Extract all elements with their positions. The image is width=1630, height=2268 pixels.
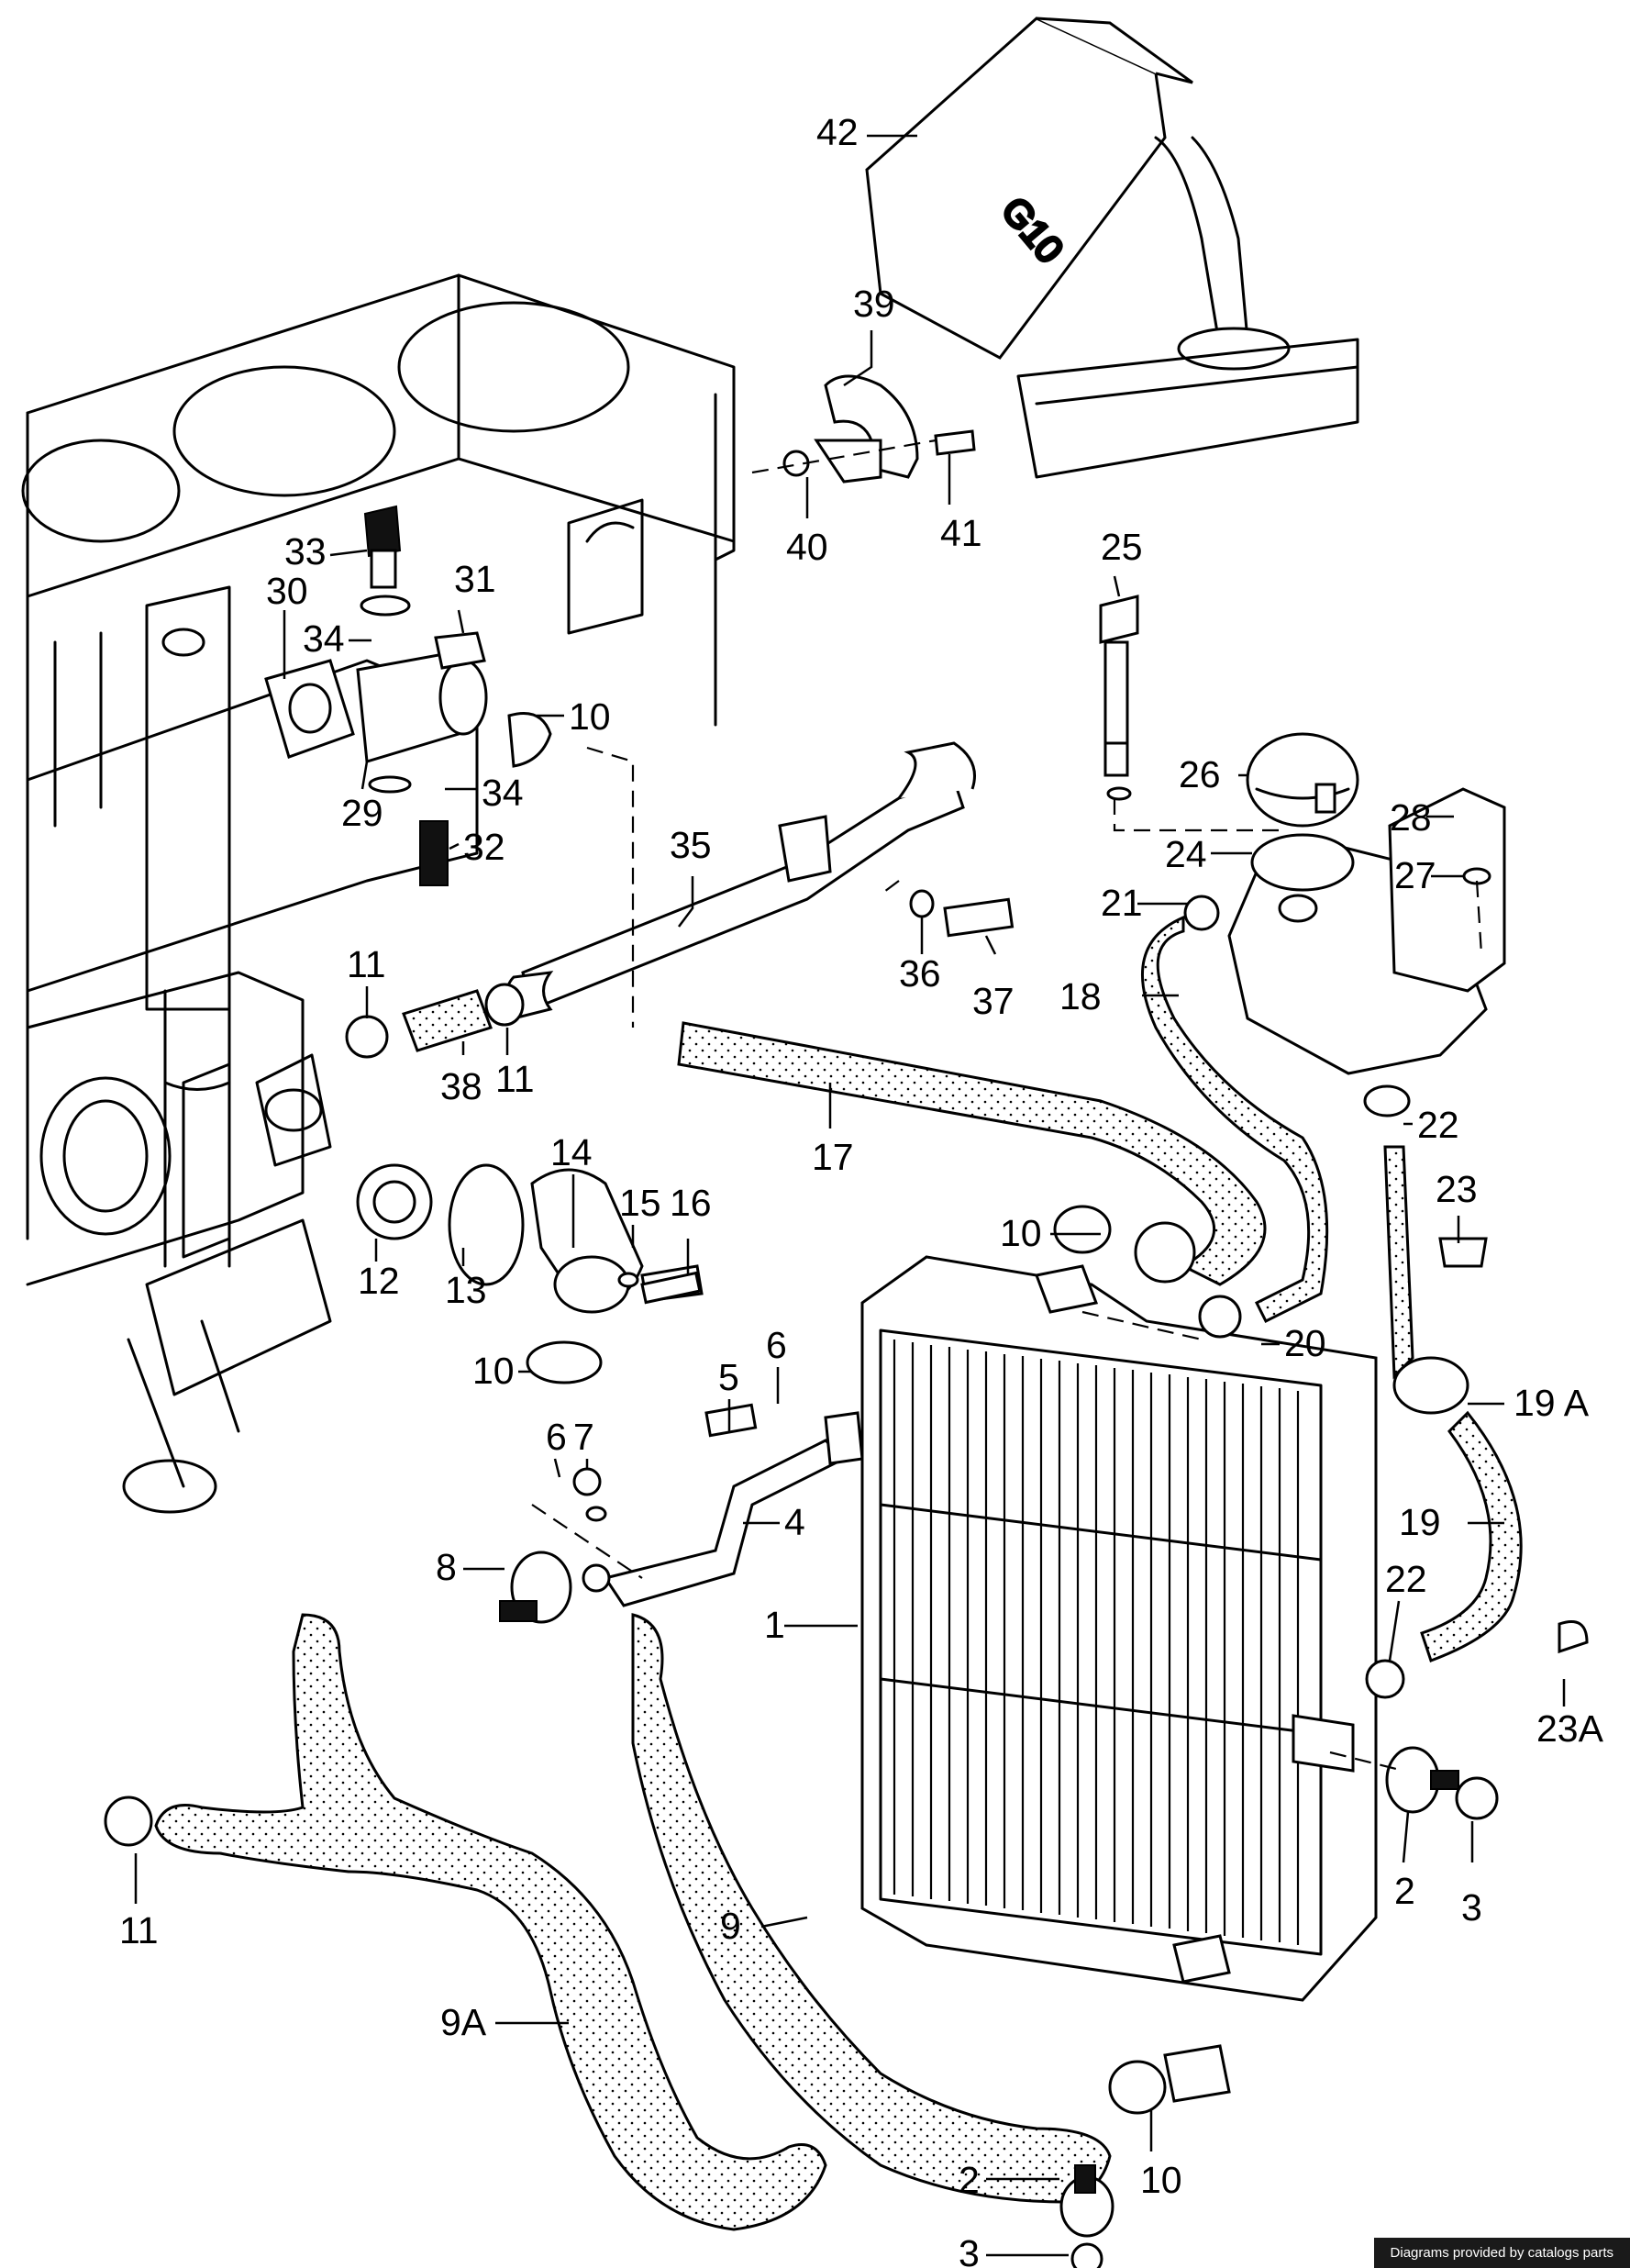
- label-35: 35: [670, 824, 712, 866]
- mount-side: [1385, 1746, 1499, 1820]
- label-39: 39: [853, 283, 895, 325]
- hose-19: [1365, 1145, 1523, 1699]
- label-2b: 2: [959, 2159, 980, 2201]
- label-8: 8: [436, 1546, 457, 1588]
- label-17: 17: [812, 1136, 854, 1178]
- label-37: 37: [972, 980, 1015, 1022]
- label-2a: 2: [1394, 1870, 1415, 1912]
- expansion-tank-24: [1227, 732, 1506, 1075]
- small-hardware: [572, 783, 1491, 1522]
- hose-9: [631, 1613, 1112, 2204]
- label-34a: 34: [303, 617, 345, 660]
- hose-17: [677, 1021, 1267, 1286]
- label-27: 27: [1394, 854, 1436, 896]
- label-7: 7: [573, 1416, 594, 1458]
- label-40: 40: [786, 526, 828, 568]
- label-9a: 9A: [440, 2001, 487, 2043]
- part-labels: 42 39 40 41 33 31 30 34 10 29 34 32 25 2…: [119, 111, 1604, 2268]
- label-10c: 10: [472, 1350, 515, 1392]
- bracket-4: [531, 1411, 864, 1607]
- label-33: 33: [284, 530, 327, 573]
- label-42: 42: [816, 111, 859, 153]
- hose-9a: [104, 1613, 827, 2231]
- label-19: 19: [1399, 1501, 1441, 1543]
- clamp-21: [1183, 895, 1220, 931]
- mount-bottom: [1059, 2044, 1231, 2268]
- label-24: 24: [1165, 833, 1207, 875]
- label-10d: 10: [1140, 2159, 1182, 2201]
- label-25: 25: [1101, 526, 1143, 568]
- label-31: 31: [454, 558, 496, 600]
- label-10b: 10: [1000, 1212, 1042, 1254]
- leader-lines: [134, 134, 1566, 2257]
- label-22b: 22: [1385, 1558, 1427, 1600]
- temp-sender-33: [360, 505, 411, 617]
- diagram-credit: Diagrams provided by catalogs parts: [1373, 2238, 1630, 2268]
- label-12: 12: [358, 1260, 400, 1302]
- pipe-39: [751, 374, 976, 484]
- label-29: 29: [341, 792, 383, 834]
- label-30: 30: [266, 570, 308, 612]
- radiator-1: [860, 1255, 1378, 2002]
- label-22a: 22: [1417, 1104, 1459, 1146]
- label-13: 13: [445, 1269, 487, 1311]
- label-26: 26: [1179, 753, 1221, 795]
- label-20: 20: [1284, 1322, 1326, 1364]
- clip-23a: [1558, 1620, 1589, 1654]
- label-9: 9: [720, 1905, 741, 1947]
- hose-38: [345, 983, 525, 1059]
- label-6a: 6: [766, 1324, 787, 1366]
- radiator-core-fins: [893, 1340, 1300, 1945]
- dipstick-25: [1099, 595, 1139, 801]
- label-4: 4: [784, 1501, 805, 1543]
- label-38: 38: [440, 1065, 482, 1107]
- label-3b: 3: [959, 2232, 980, 2268]
- label-23: 23: [1436, 1168, 1478, 1210]
- label-23a: 23A: [1536, 1707, 1604, 1750]
- label-11c: 11: [119, 1909, 159, 1951]
- label-18: 18: [1059, 975, 1102, 1017]
- label-21: 21: [1101, 882, 1143, 924]
- label-28: 28: [1390, 796, 1432, 839]
- label-11a: 11: [347, 943, 386, 985]
- label-3a: 3: [1461, 1886, 1482, 1929]
- label-14: 14: [550, 1131, 593, 1173]
- engine-block: [21, 273, 736, 1514]
- mount-8: [499, 1551, 572, 1624]
- thermostat-housing: [356, 1163, 704, 1384]
- flange-29: [264, 631, 552, 886]
- label-11b: 11: [495, 1058, 535, 1100]
- label-10a: 10: [569, 695, 611, 738]
- clamp-22: [1363, 1084, 1411, 1117]
- label-15: 15: [619, 1182, 661, 1224]
- label-41: 41: [940, 512, 982, 554]
- label-19a: 19 A: [1514, 1382, 1590, 1424]
- label-32: 32: [463, 826, 505, 868]
- clip-23: [1438, 1237, 1488, 1268]
- label-6b: 6: [546, 1416, 567, 1458]
- clamp-20: [1198, 1295, 1242, 1339]
- coolant-canister-g10: G10: [865, 17, 1359, 479]
- hose-18: [1141, 915, 1329, 1324]
- label-34b: 34: [482, 772, 524, 814]
- label-5: 5: [718, 1356, 739, 1398]
- label-1: 1: [764, 1604, 785, 1646]
- label-36: 36: [899, 952, 941, 995]
- label-16: 16: [670, 1182, 712, 1224]
